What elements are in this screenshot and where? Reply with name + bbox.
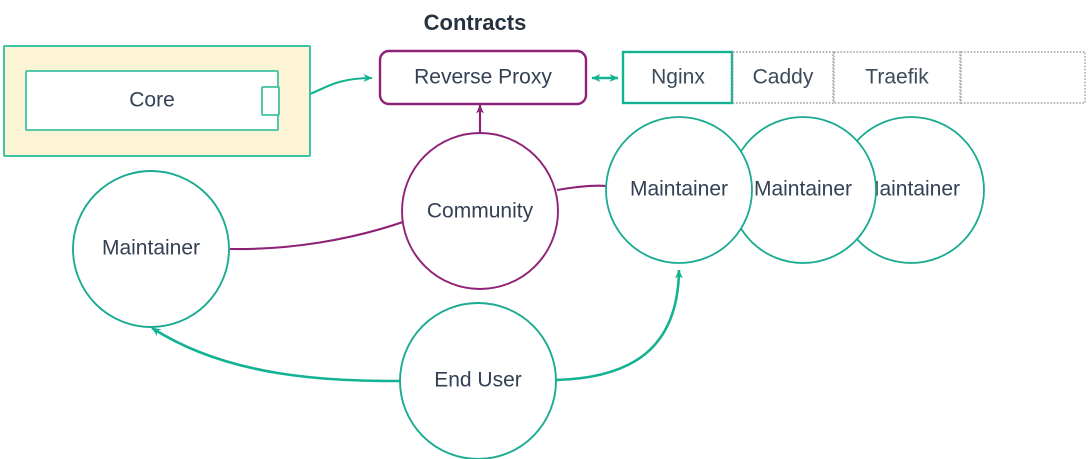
impl-cell-nginx-box[interactable] — [621, 50, 734, 105]
edge-end-user-to-maintainer-right — [555, 269, 683, 382]
impl-cell-nginx[interactable]: Nginx — [621, 50, 734, 105]
maintainer-stack-circle-3[interactable]: Maintainer — [837, 116, 985, 264]
maintainer-stack-circle-1-label: Maintainer — [630, 178, 728, 201]
community-circle[interactable] — [401, 132, 559, 290]
impl-cell-caddy-box[interactable] — [732, 51, 834, 104]
maintainer-stack-circle-1[interactable]: Maintainer — [605, 116, 753, 264]
impl-cell-empty-box[interactable] — [960, 51, 1086, 104]
impl-cell-empty[interactable] — [960, 51, 1086, 104]
maintainer-stack-circle-3-label: Maintainer — [862, 178, 960, 201]
edge-end-user-to-maintainer-left — [151, 326, 401, 383]
maintainer-stack-circle-1-shape[interactable] — [605, 116, 753, 264]
core-group[interactable]: Core — [3, 45, 311, 157]
core-label: Core — [129, 89, 175, 112]
end-user-circle[interactable] — [399, 302, 557, 459]
edge-community-maintainer-left — [229, 221, 404, 251]
maintainer-stack-circle-2-label: Maintainer — [754, 178, 852, 201]
impl-cell-traefik[interactable]: Traefik — [833, 51, 961, 104]
reverse-proxy-label: Reverse Proxy — [414, 66, 552, 89]
reverse-proxy-box[interactable] — [378, 49, 588, 106]
end-user-label: End User — [434, 369, 522, 392]
end-user-node[interactable]: End User — [399, 302, 557, 459]
maintainer-left-circle[interactable] — [72, 170, 230, 328]
impl-cell-caddy-label: Caddy — [753, 66, 814, 89]
impl-cell-traefik-label: Traefik — [865, 66, 929, 89]
implementation-grid: Nginx Caddy Traefik — [621, 50, 1086, 105]
reverse-proxy-node[interactable]: Reverse Proxy — [378, 49, 588, 106]
edge-community-maintainer-right — [556, 184, 608, 192]
contracts-title: Contracts — [424, 10, 527, 35]
maintainer-left-label: Maintainer — [102, 237, 200, 260]
community-label: Community — [427, 200, 534, 223]
impl-cell-caddy[interactable]: Caddy — [732, 51, 834, 104]
maintainer-stack: Maintainer Maintainer Maintainer — [605, 116, 985, 264]
maintainer-stack-circle-2[interactable]: Maintainer — [729, 116, 877, 264]
core-port[interactable] — [261, 86, 280, 116]
impl-cell-nginx-label: Nginx — [651, 66, 705, 89]
community-node[interactable]: Community — [401, 132, 559, 290]
maintainer-left-node[interactable]: Maintainer — [72, 170, 230, 328]
impl-cell-traefik-box[interactable] — [833, 51, 961, 104]
